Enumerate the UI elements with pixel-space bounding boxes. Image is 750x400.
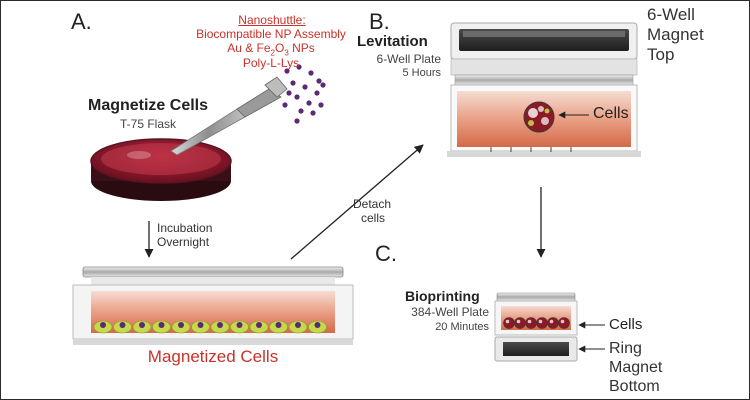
cell-nucleus [314, 322, 321, 328]
panel-letter-c: C. [375, 241, 397, 266]
bioprinted-cell [503, 317, 515, 329]
panel-letter-a: A. [71, 9, 92, 34]
magnet-top-label-line3: Top [647, 45, 675, 64]
cell-nucleus [139, 322, 145, 328]
cell-nucleus [256, 322, 262, 328]
nanoparticle-dot [310, 110, 316, 116]
levitated-cell-cluster [523, 101, 555, 133]
nanoshuttle-line3: Poly-L-Lys [242, 56, 300, 70]
nanoparticle-dot [294, 94, 300, 100]
bioprinting-plate-label: 384-Well Plate [411, 305, 489, 319]
nanoparticle-dots [282, 64, 326, 124]
nanoparticle-dot [286, 90, 292, 96]
nanoparticle-dot [320, 82, 326, 88]
levitation-cells-label: Cells [593, 105, 629, 122]
flask-label: T-75 Flask [119, 117, 176, 131]
nanoparticle-dot [296, 64, 302, 70]
pipette-illustration [170, 76, 288, 156]
cell-nucleus [275, 322, 282, 328]
nanoshuttle-heading: Nanoshuttle: [238, 13, 306, 27]
cell-highlight [516, 319, 521, 324]
bioprinting-cells-label: Cells [609, 316, 643, 333]
detach-label: Detach [353, 197, 392, 211]
magnetized-cells-label: Magnetized Cells [147, 347, 279, 366]
magnetize-cells-title: Magnetize Cells [87, 97, 209, 114]
cell-highlight [549, 319, 554, 324]
levitation-title: Levitation [357, 33, 428, 50]
nanoparticle-dot [298, 108, 304, 114]
cell-nucleus [119, 322, 126, 328]
bioprinted-cell-row [503, 317, 570, 329]
cell-nucleus [178, 322, 184, 328]
nanoparticle-dot [290, 80, 296, 86]
bioprinting-title: Bioprinting [405, 288, 480, 304]
magnet-top-label-line1: 6-Well [647, 5, 695, 24]
nanoparticle-dot [302, 84, 308, 90]
magnetized-plate-illustration [72, 266, 354, 345]
cell-nucleus [158, 322, 165, 328]
bioprinted-cell [514, 317, 526, 329]
nanoparticle-dot [282, 102, 288, 108]
cell-highlight [505, 319, 510, 324]
nanoparticle-dot [294, 118, 300, 124]
nanoshuttle-line1: Biocompatible NP Assembly [196, 27, 346, 41]
cell-highlight [527, 319, 532, 324]
levitation-duration: 5 Hours [402, 67, 441, 79]
nanoparticle-dot [318, 102, 324, 108]
cell-nucleus [197, 322, 204, 328]
levitation-plate-label: 6-Well Plate [376, 52, 441, 66]
bioprinted-cell [525, 317, 537, 329]
magnet-top-label-line2: Magnet [647, 25, 704, 44]
cell-nucleus [217, 322, 223, 328]
bioprinted-cell [558, 317, 570, 329]
cell-nucleus [295, 322, 301, 328]
nanoparticle-dot [306, 100, 312, 106]
nanoparticle-dot [284, 68, 290, 74]
incubation-label: Incubation [157, 221, 213, 235]
cell-nucleus [236, 322, 243, 328]
levitation-plate-illustration [447, 22, 641, 157]
ring-magnet-label-line2: Magnet [609, 359, 663, 376]
cell-highlight [560, 319, 565, 324]
panel-letter-b: B. [369, 9, 390, 34]
petri-dish-illustration [90, 138, 232, 201]
nanoparticle-dot [308, 70, 314, 76]
ring-magnet-label-line1: Ring [609, 340, 642, 357]
bioprinting-duration: 20 Minutes [435, 321, 489, 333]
bioprinted-cell [547, 317, 559, 329]
cell-nucleus [100, 322, 106, 328]
overnight-label: Overnight [157, 235, 210, 249]
nanoshuttle-line2: Au & Fe2O3 NPs [227, 41, 315, 58]
nanoparticle-dot [314, 90, 320, 96]
magnetized-cell-layer [93, 320, 327, 334]
ring-magnet-label-line3: Bottom [609, 378, 660, 395]
bioprinted-cell [536, 317, 548, 329]
nanoparticle-dot [316, 78, 322, 84]
detach-arrow [290, 144, 424, 260]
cell-highlight [538, 319, 543, 324]
detach-cells-label: cells [361, 211, 386, 225]
